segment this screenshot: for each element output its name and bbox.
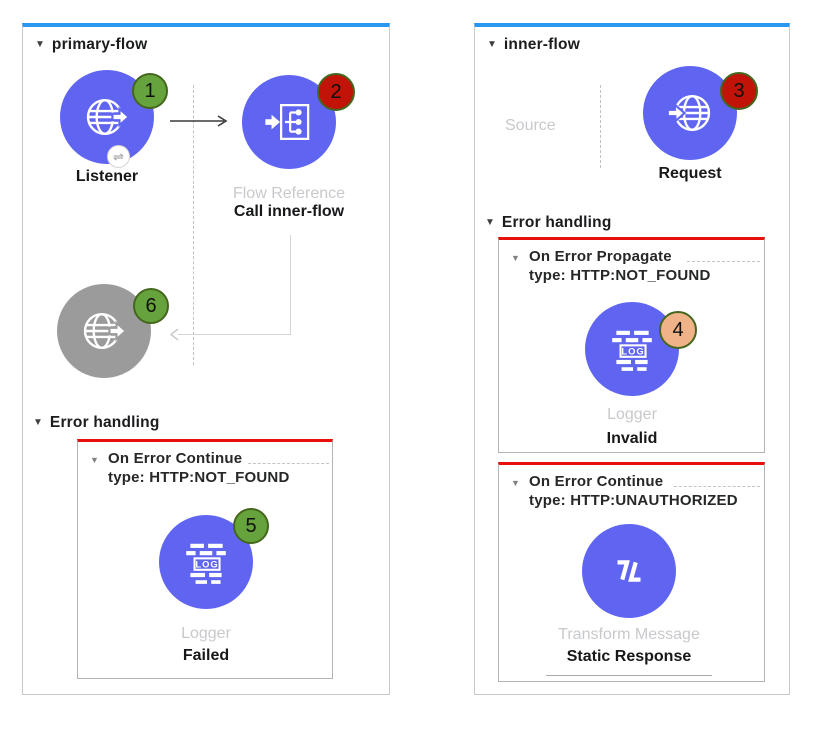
transform-type-label: Transform Message	[558, 626, 700, 643]
logger-type-label: Logger	[181, 625, 231, 642]
collapse-icon[interactable]: ▼	[511, 478, 520, 488]
flow-title-primary: primary-flow	[51, 36, 148, 53]
scope-error-type: type: HTTP:UNAUTHORIZED	[529, 492, 738, 509]
logger-icon: LOG	[612, 330, 652, 371]
source-section-divider	[600, 85, 601, 168]
flow-panel-primary[interactable]: ▼ primary-flow 1 ⇌ Listener	[22, 23, 390, 695]
logger-name-label: Failed	[182, 647, 230, 664]
scope-dashed-rule	[248, 463, 329, 464]
flow-title-inner: inner-flow	[503, 36, 580, 53]
return-connector-vertical	[290, 235, 291, 335]
error-handling-header: ▼ Error handling	[33, 414, 160, 432]
scope-title: On Error Continue	[529, 473, 664, 490]
globe-out-gray-icon	[83, 313, 128, 349]
listener-node-label: Listener	[75, 168, 139, 185]
on-error-continue-scope[interactable]: ▼ On Error Continue type: HTTP:NOT_FOUND…	[77, 439, 333, 679]
scope-title: On Error Continue	[108, 450, 243, 467]
transform-message-node: Transform Message Static Response	[558, 524, 700, 665]
error-handling-header: ▼ Error handling	[485, 214, 612, 232]
scope-dashed-rule	[687, 261, 760, 262]
transform-message-node-circle[interactable]	[582, 524, 676, 618]
flow-reference-icon	[265, 104, 310, 140]
flow-arrow-connector	[170, 115, 228, 127]
source-section-divider	[193, 85, 194, 365]
step-badge-6: 6	[133, 288, 169, 324]
logger-node-failed: LOG 5 Logger Failed	[159, 508, 269, 664]
flow-header-primary: ▼ primary-flow	[35, 36, 147, 54]
collapse-icon[interactable]: ▼	[485, 217, 495, 228]
scope-title: On Error Propagate	[529, 248, 672, 265]
flow-reference-name-label: Call inner-flow	[233, 203, 345, 220]
step-badge-4: 4	[659, 311, 697, 349]
collapse-icon[interactable]: ▼	[487, 39, 497, 50]
logger-icon: LOG	[186, 543, 226, 584]
request-node-circle[interactable]	[643, 66, 737, 160]
logger-node-invalid: LOG 4 Logger Invalid	[585, 302, 697, 447]
step-badge-3: 3	[720, 72, 758, 110]
listener-response-node: 6	[57, 284, 169, 378]
scope-error-type: type: HTTP:NOT_FOUND	[108, 469, 290, 486]
source-placeholder-label: Source	[505, 117, 556, 134]
globe-in-icon	[666, 95, 711, 131]
scope-error-type: type: HTTP:NOT_FOUND	[529, 267, 711, 284]
log-icon-text: LOG	[195, 560, 218, 570]
scope-dashed-rule	[674, 486, 760, 487]
flow-reference-node: 2 Flow Reference Call inner-flow	[233, 73, 355, 220]
collapse-icon[interactable]: ▼	[511, 253, 520, 263]
scope-header-text: On Error Continue type: HTTP:NOT_FOUND	[108, 449, 290, 487]
logger-name-label: Invalid	[606, 430, 658, 447]
step-badge-1: 1	[132, 73, 168, 109]
globe-out-icon	[86, 99, 131, 135]
logger-type-label: Logger	[607, 406, 657, 423]
error-handling-title: Error handling	[501, 214, 612, 231]
static-response-underline	[546, 675, 712, 676]
collapse-icon[interactable]: ▼	[33, 417, 43, 428]
collapse-icon[interactable]: ▼	[90, 455, 99, 465]
on-error-propagate-scope[interactable]: ▼ On Error Propagate type: HTTP:NOT_FOUN…	[498, 237, 765, 453]
on-error-continue-scope[interactable]: ▼ On Error Continue type: HTTP:UNAUTHORI…	[498, 462, 765, 682]
collapse-icon[interactable]: ▼	[35, 39, 45, 50]
return-arrowhead-icon	[169, 328, 179, 341]
flow-reference-type-label: Flow Reference	[232, 185, 346, 202]
transform-message-icon	[617, 560, 641, 582]
exchange-icon: ⇌	[107, 145, 130, 168]
request-node-label: Request	[658, 165, 722, 182]
flow-panel-inner[interactable]: ▼ inner-flow Source 3 Request	[474, 23, 790, 695]
listener-node: 1 ⇌ Listener	[60, 70, 168, 185]
error-handling-title: Error handling	[49, 414, 160, 431]
step-badge-5: 5	[233, 508, 269, 544]
flow-header-inner: ▼ inner-flow	[487, 36, 580, 54]
scope-header-text: On Error Propagate type: HTTP:NOT_FOUND	[529, 247, 711, 285]
log-icon-text: LOG	[621, 347, 644, 357]
scope-header-text: On Error Continue type: HTTP:UNAUTHORIZE…	[529, 472, 738, 510]
step-badge-2: 2	[317, 73, 355, 111]
request-node: 3 Request	[643, 66, 758, 182]
transform-name-label: Static Response	[566, 648, 692, 665]
return-connector-horizontal	[178, 334, 291, 335]
